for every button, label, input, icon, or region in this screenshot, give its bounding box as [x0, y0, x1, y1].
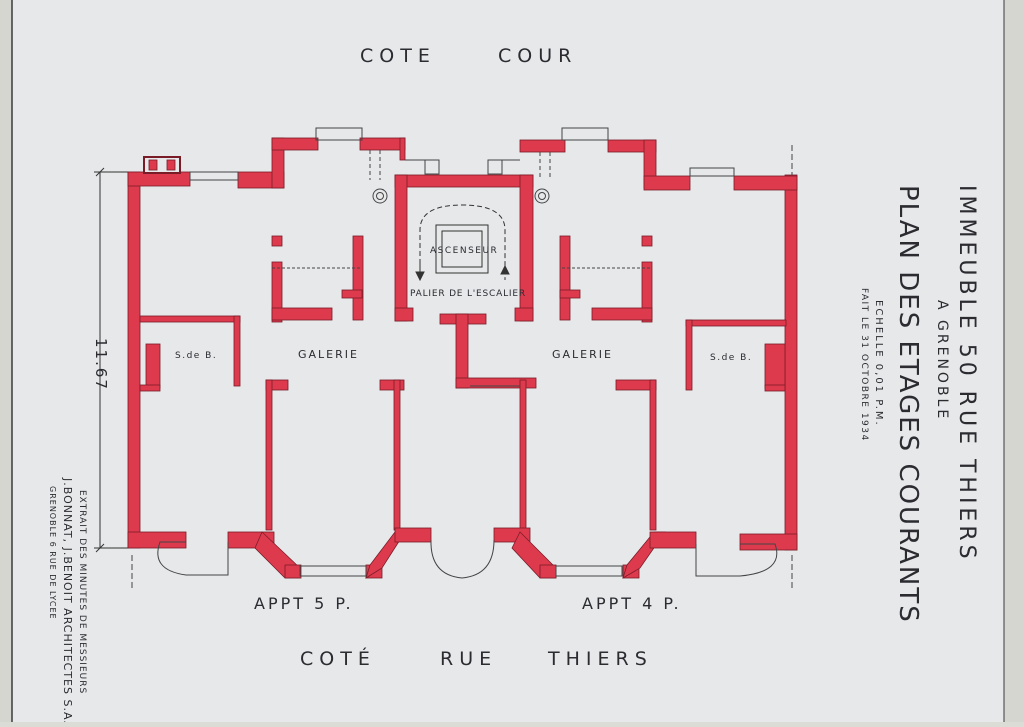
credit-line3: GRENOBLE 6 RUE DE LYCEE [48, 486, 57, 620]
windows [131, 127, 793, 590]
paper [12, 0, 1004, 722]
wall-left-exterior [127, 171, 141, 549]
label-bath-right: S.de B. [710, 353, 752, 363]
label-thiers: THIERS [547, 648, 653, 670]
title-building: IMMEUBLE 50 RUE THIERS [954, 185, 979, 563]
label-landing: PALIER DE L'ESCALIER [410, 289, 526, 299]
label-bath-left: S.de B. [175, 351, 217, 361]
floor-plan [127, 137, 798, 579]
dimension-line [94, 167, 128, 553]
title-plan: PLAN DES ETAGES COURANTS [893, 185, 923, 624]
wall-right-exterior [784, 174, 798, 551]
label-gallery-left: GALERIE [298, 348, 359, 361]
label-cour: COUR [498, 45, 577, 67]
label-apt-4: APPT 4 P. [582, 594, 682, 613]
label-cote-bottom: COTÉ [300, 647, 376, 670]
label-cote-top: COTE [360, 45, 436, 67]
title-city: A GRENOBLE [934, 300, 950, 421]
dimension-value: 11.67 [92, 338, 110, 391]
title-date: FAIT LE 31 OCTOBRE 1934 [859, 288, 869, 442]
stair-core-wall [394, 174, 534, 188]
label-apt-5: APPT 5 P. [254, 594, 354, 613]
credit-line1: EXTRAIT DES MINUTES DE MESSIEURS [77, 490, 87, 694]
title-scale: ECHELLE 0,01 P.M. [873, 300, 884, 427]
elevator-stair [415, 204, 510, 282]
label-rue: RUE [440, 648, 497, 670]
label-elevator: ASCENSEUR [430, 246, 498, 256]
credit-line2: J.BONNAT, J.BENOIT ARCHITECTES S.A.D.G [61, 477, 74, 722]
label-gallery-right: GALERIE [552, 348, 613, 361]
